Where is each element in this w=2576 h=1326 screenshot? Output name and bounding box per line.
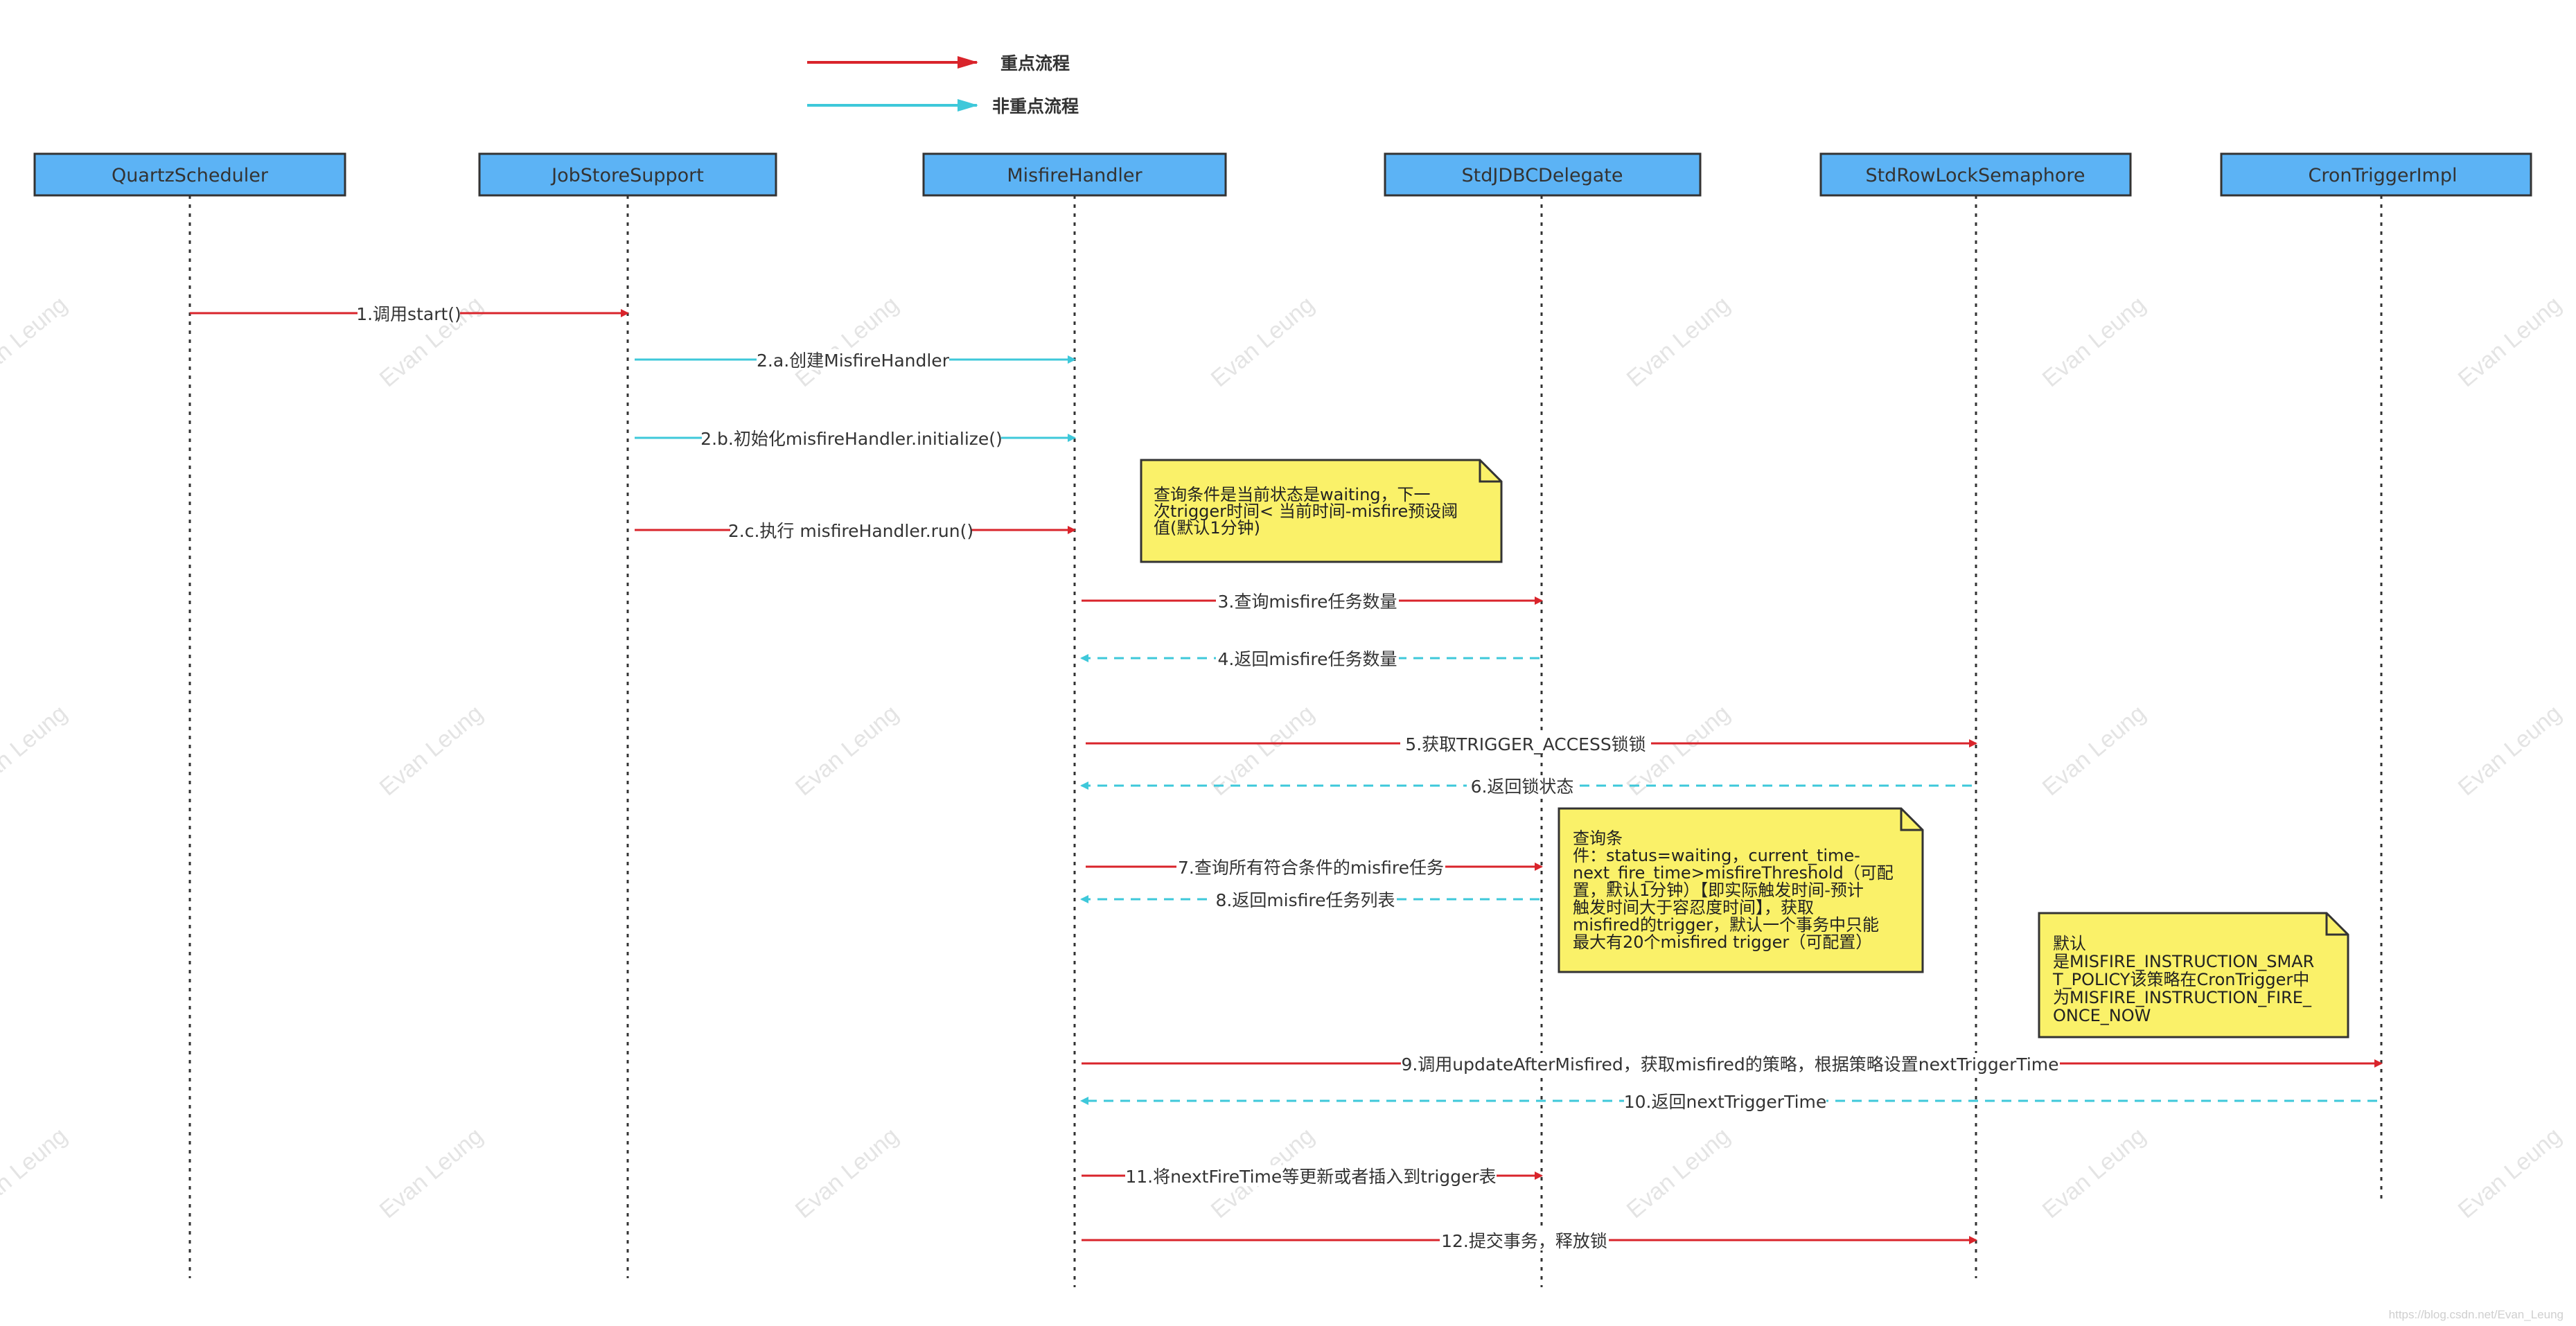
participant-quartzscheduler: QuartzScheduler xyxy=(33,152,346,197)
svg-text:4.返回misfire任务数量: 4.返回misfire任务数量 xyxy=(1217,649,1397,669)
message-9-update-after-misfired: 9.调用updateAfterMisfired，获取misfired的策略，根据… xyxy=(1082,1053,2383,1075)
watermark-text: Evan Leung xyxy=(0,291,72,392)
message-5-acquire-trigger-access-lock: 5.获取TRIGGER_ACCESS锁锁 xyxy=(1086,733,1977,754)
watermark-text: Evan Leung xyxy=(791,1122,903,1223)
watermark-text: Evan Leung xyxy=(0,700,72,801)
svg-text:2.b.初始化misfireHandler.initiali: 2.b.初始化misfireHandler.initialize() xyxy=(700,429,1003,449)
participant-crontriggerimpl: CronTriggerImpl xyxy=(2220,152,2532,197)
note-2-text: 查询条 件：status=waiting，current_time- next_… xyxy=(1573,829,1898,952)
watermark-text: Evan Leung xyxy=(1622,1122,1735,1223)
svg-text:3.查询misfire任务数量: 3.查询misfire任务数量 xyxy=(1217,592,1397,612)
message-1-call-start: 1.调用start() xyxy=(190,303,629,324)
message-6-return-lock-status: 6.返回锁状态 xyxy=(1080,775,1972,797)
watermark-text: Evan Leung xyxy=(375,700,488,801)
svg-text:CronTriggerImpl: CronTriggerImpl xyxy=(2308,165,2457,186)
message-12-commit-release-lock: 12.提交事务，释放锁 xyxy=(1082,1230,1977,1251)
watermark-text: Evan Leung xyxy=(2453,291,2566,392)
message-7-query-all-misfire-tasks: 7.查询所有符合条件的misfire任务 xyxy=(1086,856,1543,878)
svg-text:MisfireHandler: MisfireHandler xyxy=(1007,165,1143,186)
participant-stdjdbcdelegate: StdJDBCDelegate xyxy=(1384,152,1702,197)
participant-misfirehandler: MisfireHandler xyxy=(922,152,1227,197)
svg-text:7.查询所有符合条件的misfire任务: 7.查询所有符合条件的misfire任务 xyxy=(1178,858,1444,878)
notes: 查询条件是当前状态是waiting，下一 次trigger时间< 当前时间-mi… xyxy=(1140,459,2349,1038)
svg-text:2.c.执行 misfireHandler.run(): 2.c.执行 misfireHandler.run() xyxy=(728,521,973,541)
watermark-text: Evan Leung xyxy=(0,1122,72,1223)
svg-text:2.a.创建MisfireHandler: 2.a.创建MisfireHandler xyxy=(757,351,950,371)
watermark-text: Evan Leung xyxy=(1622,291,1735,392)
message-2a-create-misfirehandler: 2.a.创建MisfireHandler xyxy=(635,349,1076,371)
message-10-return-next-trigger-time: 10.返回nextTriggerTime xyxy=(1080,1090,2377,1112)
svg-text:10.返回nextTriggerTime: 10.返回nextTriggerTime xyxy=(1624,1092,1827,1112)
participants: QuartzScheduler JobStoreSupport MisfireH… xyxy=(33,152,2532,197)
svg-text:8.返回misfire任务列表: 8.返回misfire任务列表 xyxy=(1215,890,1395,910)
lifelines xyxy=(188,195,2383,1287)
note-3-text: 默认 是MISFIRE_INSTRUCTION_SMAR T_POLICY该策略… xyxy=(2052,934,2320,1025)
svg-text:QuartzScheduler: QuartzScheduler xyxy=(112,165,269,186)
watermark-text: Evan Leung xyxy=(2038,291,2151,392)
svg-text:6.返回锁状态: 6.返回锁状态 xyxy=(1471,777,1574,797)
svg-text:11.将nextFireTime等更新或者插入到trigge: 11.将nextFireTime等更新或者插入到trigger表 xyxy=(1125,1167,1496,1187)
watermark-text: Evan Leung xyxy=(791,291,903,392)
svg-text:1.调用start(): 1.调用start() xyxy=(356,304,461,324)
messages: 1.调用start() 2.a.创建MisfireHandler 2.b.初始化… xyxy=(190,303,2383,1251)
watermark-text: Evan Leung xyxy=(1206,291,1319,392)
svg-text:9.调用updateAfterMisfired，获取misf: 9.调用updateAfterMisfired，获取misfired的策略，根据… xyxy=(1401,1054,2058,1075)
svg-text:5.获取TRIGGER_ACCESS锁锁: 5.获取TRIGGER_ACCESS锁锁 xyxy=(1405,734,1646,754)
watermark-text: Evan Leung xyxy=(375,1122,488,1223)
watermark-text: Evan Leung xyxy=(2038,1122,2151,1223)
legend: 重点流程 非重点流程 xyxy=(807,53,1079,116)
watermark-text: Evan Leung xyxy=(2038,700,2151,801)
participant-jobstoresupport: JobStoreSupport xyxy=(478,152,777,197)
message-4-return-misfire-count: 4.返回misfire任务数量 xyxy=(1080,648,1540,669)
svg-text:StdRowLockSemaphore: StdRowLockSemaphore xyxy=(1865,165,2085,186)
note-misfire-instruction-default: 默认 是MISFIRE_INSTRUCTION_SMAR T_POLICY该策略… xyxy=(2038,912,2349,1038)
note-1-text: 查询条件是当前状态是waiting，下一 次trigger时间< 当前时间-mi… xyxy=(1154,485,1463,538)
message-2c-run: 2.c.执行 misfireHandler.run() xyxy=(635,520,1076,541)
note-misfire-query-condition: 查询条件是当前状态是waiting，下一 次trigger时间< 当前时间-mi… xyxy=(1140,459,1503,563)
message-2b-initialize: 2.b.初始化misfireHandler.initialize() xyxy=(635,427,1076,449)
note-misfired-trigger-query: 查询条 件：status=waiting，current_time- next_… xyxy=(1558,807,1924,973)
svg-text:12.提交事务，释放锁: 12.提交事务，释放锁 xyxy=(1441,1231,1607,1251)
message-8-return-misfire-task-list: 8.返回misfire任务列表 xyxy=(1080,889,1540,910)
watermark-text: Evan Leung xyxy=(791,700,903,801)
participant-stdrowlocksemaphore: StdRowLockSemaphore xyxy=(1819,152,2132,197)
svg-text:JobStoreSupport: JobStoreSupport xyxy=(550,165,704,186)
legend-minor-label: 非重点流程 xyxy=(992,96,1079,116)
message-11-update-trigger-table: 11.将nextFireTime等更新或者插入到trigger表 xyxy=(1082,1165,1543,1187)
watermark-text: Evan Leung xyxy=(2453,700,2566,801)
message-3-query-misfire-count: 3.查询misfire任务数量 xyxy=(1082,590,1543,612)
footer-url: https://blog.csdn.net/Evan_Leung xyxy=(2389,1308,2564,1321)
svg-text:StdJDBCDelegate: StdJDBCDelegate xyxy=(1462,165,1623,186)
watermark-text: Evan Leung xyxy=(2453,1122,2566,1223)
legend-main-label: 重点流程 xyxy=(1000,53,1070,73)
